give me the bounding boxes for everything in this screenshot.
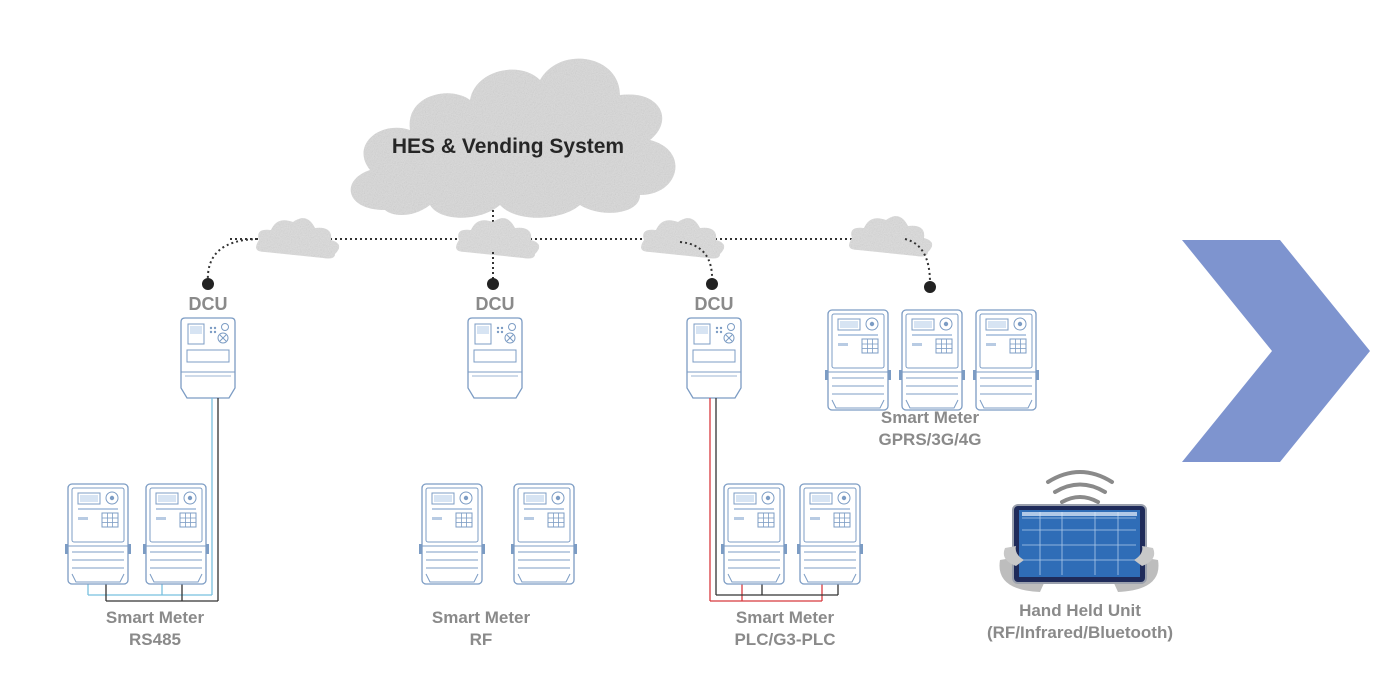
smart-meter [972, 309, 1040, 411]
smart-meter [720, 483, 788, 585]
network-cloud [256, 218, 339, 258]
dcu-label: DCU [188, 294, 228, 314]
group-name: Smart Meter [431, 608, 531, 627]
handheld-name: Hand Held Unit [1019, 601, 1141, 620]
hes-cloud [350, 58, 676, 218]
dcu-device [180, 317, 236, 399]
handheld-label: Hand Held Unit (RF/Infrared/Bluetooth) [985, 600, 1175, 644]
link-dcu-1 [206, 238, 259, 284]
dcu-label: DCU [475, 294, 515, 314]
smart-meter [418, 483, 486, 585]
group-tech: PLC/G3-PLC [734, 630, 836, 649]
group-tech: RF [469, 630, 493, 649]
link-node [924, 281, 936, 293]
network-cloud [641, 218, 724, 258]
smart-meter [796, 483, 864, 585]
next-chevron [1182, 240, 1370, 462]
group-label-rs485: Smart Meter RS485 [80, 607, 230, 651]
group-label-gprs: Smart Meter GPRS/3G/4G [855, 407, 1005, 451]
group-label-plc: Smart Meter PLC/G3-PLC [705, 607, 865, 651]
handheld-tech: (RF/Infrared/Bluetooth) [986, 623, 1174, 642]
dcu-device [467, 317, 523, 399]
link-node [202, 278, 214, 290]
handheld-device [999, 470, 1159, 592]
link-dcu-3 [679, 241, 714, 284]
wifi-icon [1046, 470, 1114, 504]
smart-meter [824, 309, 892, 411]
link-node [706, 278, 718, 290]
smart-meter [510, 483, 578, 585]
group-name: Smart Meter [105, 608, 205, 627]
hes-title: HES & Vending System [392, 135, 624, 158]
link-node [487, 278, 499, 290]
dcu-device [686, 317, 742, 399]
group-tech: GPRS/3G/4G [878, 430, 982, 449]
group-tech: RS485 [129, 630, 181, 649]
smart-meter [64, 483, 132, 585]
rs485-wiring [87, 398, 219, 602]
group-name: Smart Meter [735, 608, 835, 627]
network-cloud [849, 216, 932, 256]
network-cloud [456, 218, 539, 258]
smart-meter [898, 309, 966, 411]
dcu-label: DCU [694, 294, 734, 314]
smart-meter [142, 483, 210, 585]
group-name: Smart Meter [880, 408, 980, 427]
group-label-rf: Smart Meter RF [406, 607, 556, 651]
